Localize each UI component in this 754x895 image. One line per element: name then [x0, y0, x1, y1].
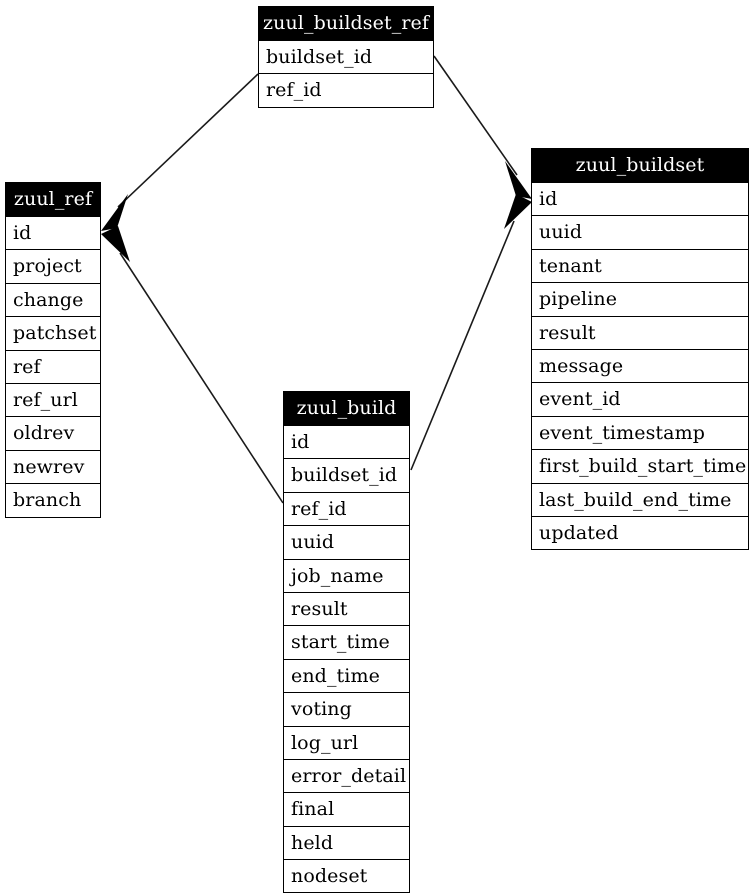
entity-field-id[interactable]: id	[284, 425, 409, 459]
entity-field-ref-id[interactable]: ref_id	[259, 73, 433, 107]
edge-buildset-ref-to-ref	[101, 73, 259, 231]
entity-field-final[interactable]: final	[284, 792, 409, 826]
entity-title: zuul_build	[284, 392, 409, 425]
entity-title: zuul_buildset	[532, 149, 748, 182]
entity-field-change[interactable]: change	[6, 282, 100, 317]
edge-line	[410, 220, 515, 471]
entity-field-voting[interactable]: voting	[284, 692, 409, 726]
entity-field-job-name[interactable]: job_name	[284, 558, 409, 592]
entity-table-zuul-build[interactable]: zuul_build id buildset_id ref_id uuid jo…	[283, 391, 410, 894]
entity-field-id[interactable]: id	[6, 216, 100, 250]
entity-field-held[interactable]: held	[284, 825, 409, 860]
entity-field-end-time[interactable]: end_time	[284, 658, 409, 693]
entity-field-nodeset[interactable]: nodeset	[284, 859, 409, 893]
entity-field-message[interactable]: message	[532, 348, 748, 383]
entity-field-ref-id[interactable]: ref_id	[284, 491, 409, 526]
edge-line	[433, 55, 518, 176]
entity-field-result[interactable]: result	[284, 591, 409, 626]
entity-field-result[interactable]: result	[532, 315, 748, 349]
entity-field-uuid[interactable]: uuid	[284, 525, 409, 559]
entity-field-patchset[interactable]: patchset	[6, 316, 100, 350]
entity-field-project[interactable]: project	[6, 249, 100, 283]
arrowhead-icon	[101, 194, 128, 231]
arrowhead-icon	[101, 226, 130, 262]
arrowhead-icon	[505, 161, 532, 199]
edge-line	[117, 73, 259, 208]
entity-field-oldrev[interactable]: oldrev	[6, 416, 100, 450]
edge-line	[119, 252, 284, 504]
arrowhead-icon	[504, 194, 532, 229]
entity-table-zuul-buildset-ref[interactable]: zuul_buildset_ref buildset_id ref_id	[258, 6, 434, 108]
entity-field-buildset-id[interactable]: buildset_id	[259, 40, 433, 74]
edge-build-to-ref	[101, 226, 284, 504]
entity-title: zuul_ref	[6, 183, 100, 216]
entity-field-buildset-id[interactable]: buildset_id	[284, 458, 409, 492]
entity-field-updated[interactable]: updated	[532, 515, 748, 550]
entity-table-zuul-ref[interactable]: zuul_ref id project change patchset ref …	[5, 182, 101, 518]
entity-field-newrev[interactable]: newrev	[6, 449, 100, 484]
entity-field-first-build-start-time[interactable]: first_build_start_time	[532, 449, 748, 483]
entity-field-id[interactable]: id	[532, 182, 748, 216]
entity-field-error-detail[interactable]: error_detail	[284, 758, 409, 793]
entity-table-zuul-buildset[interactable]: zuul_buildset id uuid tenant pipeline re…	[531, 148, 749, 551]
edge-buildset-ref-to-buildset	[433, 55, 532, 199]
entity-field-pipeline[interactable]: pipeline	[532, 282, 748, 316]
entity-title: zuul_buildset_ref	[259, 7, 433, 40]
entity-field-ref-url[interactable]: ref_url	[6, 382, 100, 417]
entity-field-tenant[interactable]: tenant	[532, 248, 748, 283]
entity-field-event-timestamp[interactable]: event_timestamp	[532, 415, 748, 450]
entity-field-uuid[interactable]: uuid	[532, 215, 748, 249]
entity-field-log-url[interactable]: log_url	[284, 725, 409, 759]
entity-field-branch[interactable]: branch	[6, 483, 100, 517]
entity-field-event-id[interactable]: event_id	[532, 382, 748, 416]
entity-field-ref[interactable]: ref	[6, 349, 100, 383]
entity-field-start-time[interactable]: start_time	[284, 625, 409, 659]
entity-field-last-build-end-time[interactable]: last_build_end_time	[532, 482, 748, 516]
edge-build-to-buildset	[410, 194, 532, 471]
